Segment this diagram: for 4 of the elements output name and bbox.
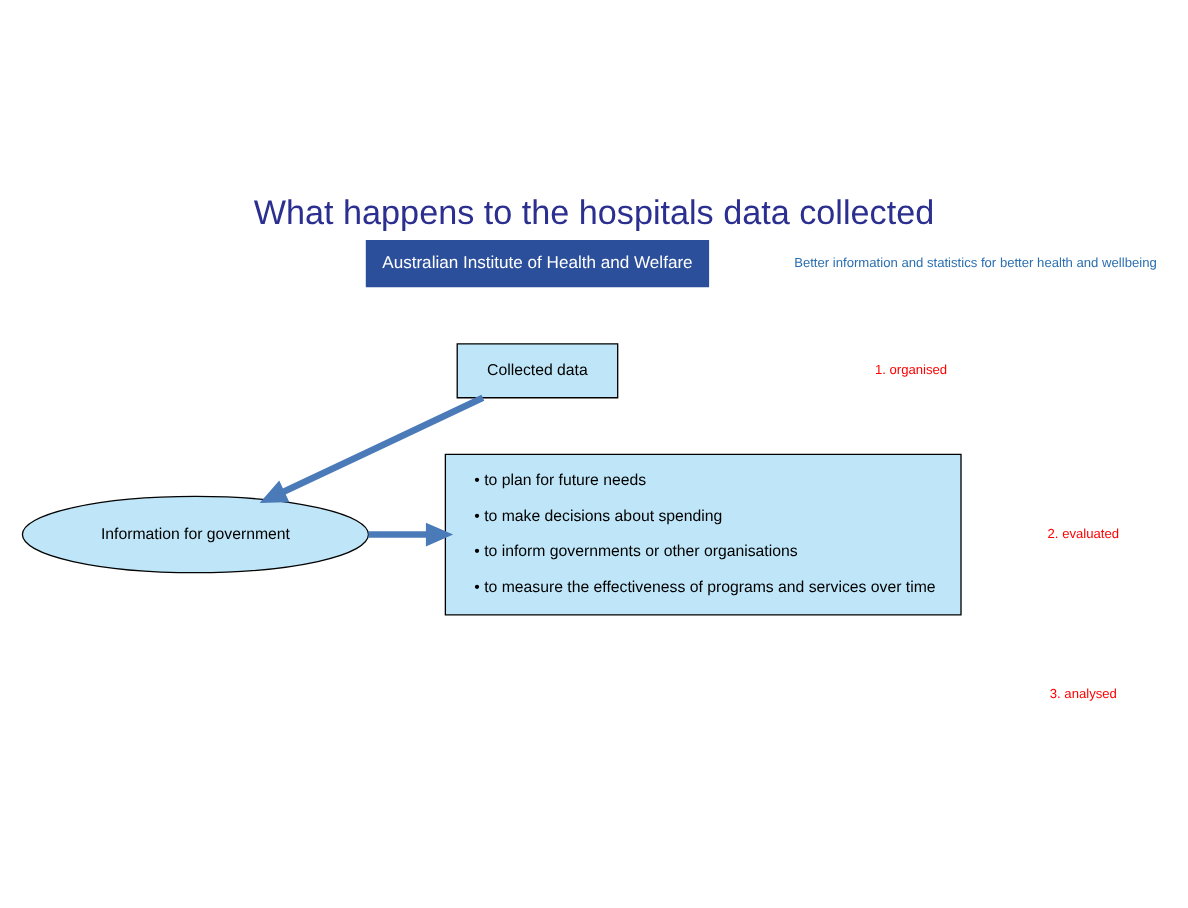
arrow	[259, 393, 485, 503]
diagram-title: What happens to the hospitals data collected	[253, 192, 935, 231]
arrow	[368, 521, 454, 546]
label: Australian Institute of Health and Welfare	[382, 251, 693, 272]
